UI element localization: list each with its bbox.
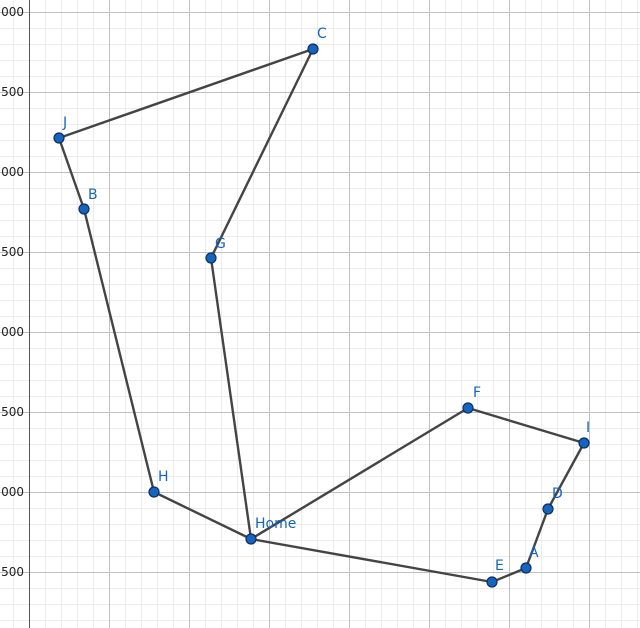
route-edge-e-home	[249, 537, 494, 584]
y-tick-label: 500	[1, 85, 24, 99]
route-edge-i-d	[546, 441, 586, 511]
node-label-d: D	[552, 486, 563, 502]
y-axis: 000 500 000 500 000 500 000 500	[1, 0, 30, 628]
route-edge-b-h	[82, 207, 156, 494]
route-edge-f-i	[466, 406, 586, 445]
node-j[interactable]	[53, 132, 65, 144]
y-tick-label: 000	[1, 325, 24, 339]
node-label-h: H	[158, 469, 169, 485]
route-edge-home-f	[249, 406, 470, 541]
node-e[interactable]	[486, 576, 498, 588]
route-edge-h-home	[152, 490, 253, 541]
y-tick-label: 500	[1, 245, 24, 259]
y-tick-label: 000	[1, 5, 24, 19]
node-c[interactable]	[307, 43, 319, 55]
route-edge-home-g	[209, 256, 253, 541]
node-label-a: A	[529, 545, 539, 561]
node-home[interactable]	[245, 533, 257, 545]
route-edge-g-c	[209, 47, 315, 260]
route-edges	[57, 47, 586, 584]
y-tick-label: 500	[1, 565, 24, 579]
node-label-home: Home	[255, 516, 296, 532]
node-d[interactable]	[542, 503, 554, 515]
node-a[interactable]	[520, 562, 532, 574]
y-tick-label: 000	[1, 165, 24, 179]
node-h[interactable]	[148, 486, 160, 498]
node-label-g: G	[215, 236, 226, 252]
node-label-b: B	[88, 187, 98, 203]
node-g[interactable]	[205, 252, 217, 264]
route-edge-j-b	[57, 136, 86, 211]
node-b[interactable]	[78, 203, 90, 215]
node-label-f: F	[473, 385, 481, 401]
y-tick-label: 500	[1, 405, 24, 419]
route-edge-a-e	[490, 566, 528, 584]
node-f[interactable]	[462, 402, 474, 414]
node-label-i: I	[586, 420, 590, 436]
route-edge-d-a	[524, 507, 550, 570]
node-label-c: C	[317, 26, 327, 42]
route-edge-c-j	[57, 47, 315, 140]
y-tick-label: 000	[1, 485, 24, 499]
node-label-e: E	[495, 558, 504, 574]
node-i[interactable]	[578, 437, 590, 449]
node-label-j: J	[62, 115, 67, 131]
